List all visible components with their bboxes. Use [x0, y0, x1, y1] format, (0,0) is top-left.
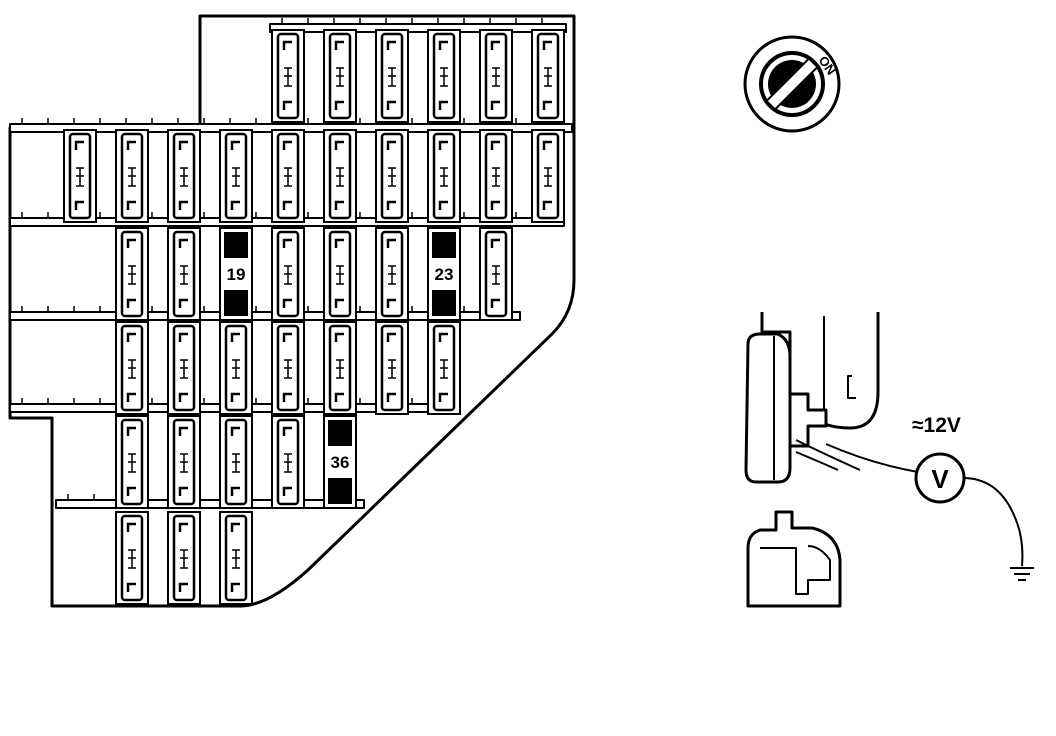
fuse	[271, 321, 305, 415]
fuse	[375, 321, 409, 415]
fuse	[323, 321, 357, 415]
fuse	[375, 227, 409, 321]
relay-contacts	[790, 392, 828, 448]
ignition-key-slot	[765, 57, 819, 111]
fuse	[167, 415, 201, 509]
fuse	[63, 129, 97, 223]
fuse	[115, 415, 149, 509]
fuse	[427, 321, 461, 415]
voltage-label: ≈12V	[912, 414, 961, 437]
fuse	[167, 227, 201, 321]
fuse	[375, 129, 409, 223]
fuse	[427, 129, 461, 223]
fuse	[531, 29, 565, 123]
fuse	[115, 227, 149, 321]
fuse	[323, 129, 357, 223]
relay-housing-notch	[847, 375, 856, 399]
fuse	[115, 321, 149, 415]
fuse	[115, 511, 149, 605]
fuse	[427, 29, 461, 123]
fuse	[479, 29, 513, 123]
ignition-switch: ON	[743, 35, 841, 133]
fuse	[115, 129, 149, 223]
probe-wire	[825, 443, 919, 473]
fuse	[375, 29, 409, 123]
fuse	[271, 227, 305, 321]
fuse	[167, 321, 201, 415]
fuse-number-label: 36	[331, 453, 350, 472]
fuse-slot-removed: 19	[219, 227, 253, 321]
probe-lead-lower	[795, 451, 839, 471]
fuse-slot-removed: 23	[427, 227, 461, 321]
fuse	[219, 321, 253, 415]
fuse	[479, 227, 513, 321]
ground-symbol-icon	[1010, 567, 1034, 581]
fuse	[271, 129, 305, 223]
fuse	[323, 227, 357, 321]
probe-lead-upper	[795, 439, 861, 471]
fuse-number-label: 19	[227, 265, 246, 284]
fuse	[219, 511, 253, 605]
fuse-rail	[55, 494, 365, 509]
fuse-number-label: 23	[435, 265, 454, 284]
fuse	[271, 29, 305, 123]
fuse	[323, 29, 357, 123]
relay-socket-cavity	[760, 545, 831, 595]
fuse-rail	[269, 18, 567, 33]
ground-wire	[962, 477, 1024, 567]
fuse	[219, 129, 253, 223]
fuse	[167, 129, 201, 223]
voltmeter-symbol: V	[931, 464, 949, 494]
relay-socket	[746, 510, 842, 608]
fuse	[271, 415, 305, 509]
relay-block	[744, 332, 792, 484]
fuse	[219, 415, 253, 509]
fuse-slot-removed: 36	[323, 415, 357, 509]
relay-test-assembly: V ≈12V	[744, 312, 1034, 608]
fuse-box-outline	[8, 14, 576, 608]
fuse	[479, 129, 513, 223]
fuse	[167, 511, 201, 605]
fuse-array: 19 23 36	[63, 29, 565, 605]
fuse	[531, 129, 565, 223]
